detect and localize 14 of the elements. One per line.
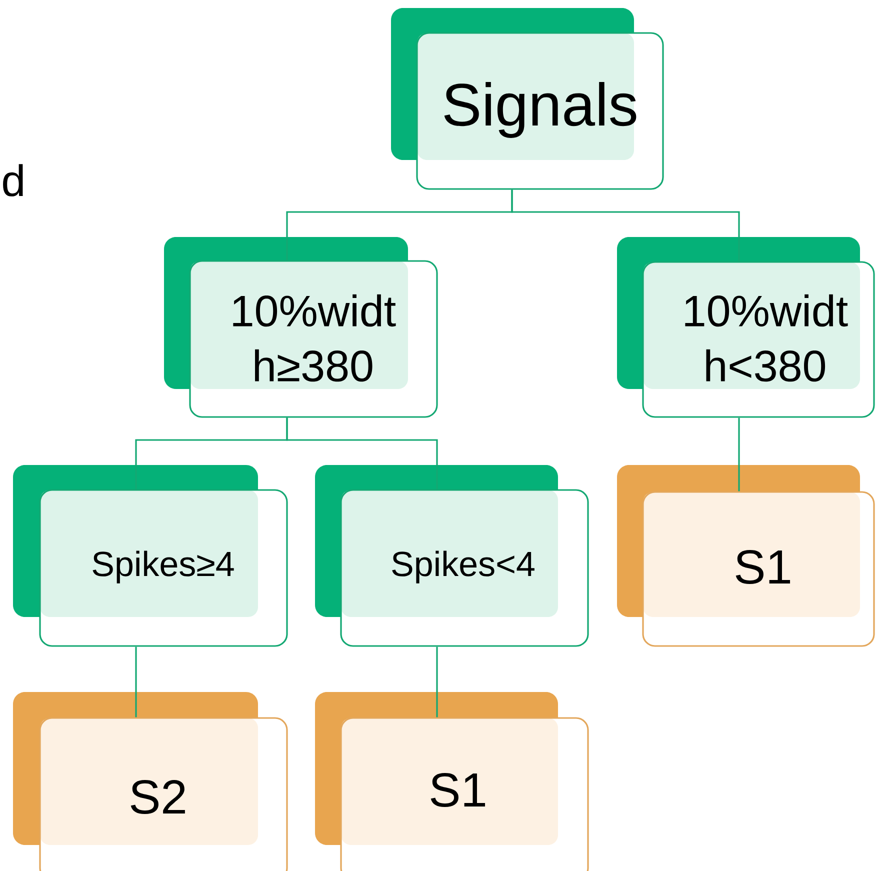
decision-box: Signals (391, 8, 664, 190)
decision-box: 10%widt h<380 (617, 237, 875, 418)
decision-box: S2 (13, 692, 288, 871)
connector (135, 646, 137, 718)
decision-box: Spikes<4 (315, 465, 589, 647)
decision-box: S1 (315, 692, 589, 871)
text-fragment: d (3, 164, 23, 196)
connector (436, 646, 438, 718)
connector (511, 190, 740, 262)
decision-box: 10%widt h≥380 (164, 237, 438, 418)
decision-box: S1 (617, 465, 875, 647)
connector (738, 418, 740, 492)
connector (286, 418, 438, 490)
decision-box: Spikes≥4 (13, 465, 288, 647)
